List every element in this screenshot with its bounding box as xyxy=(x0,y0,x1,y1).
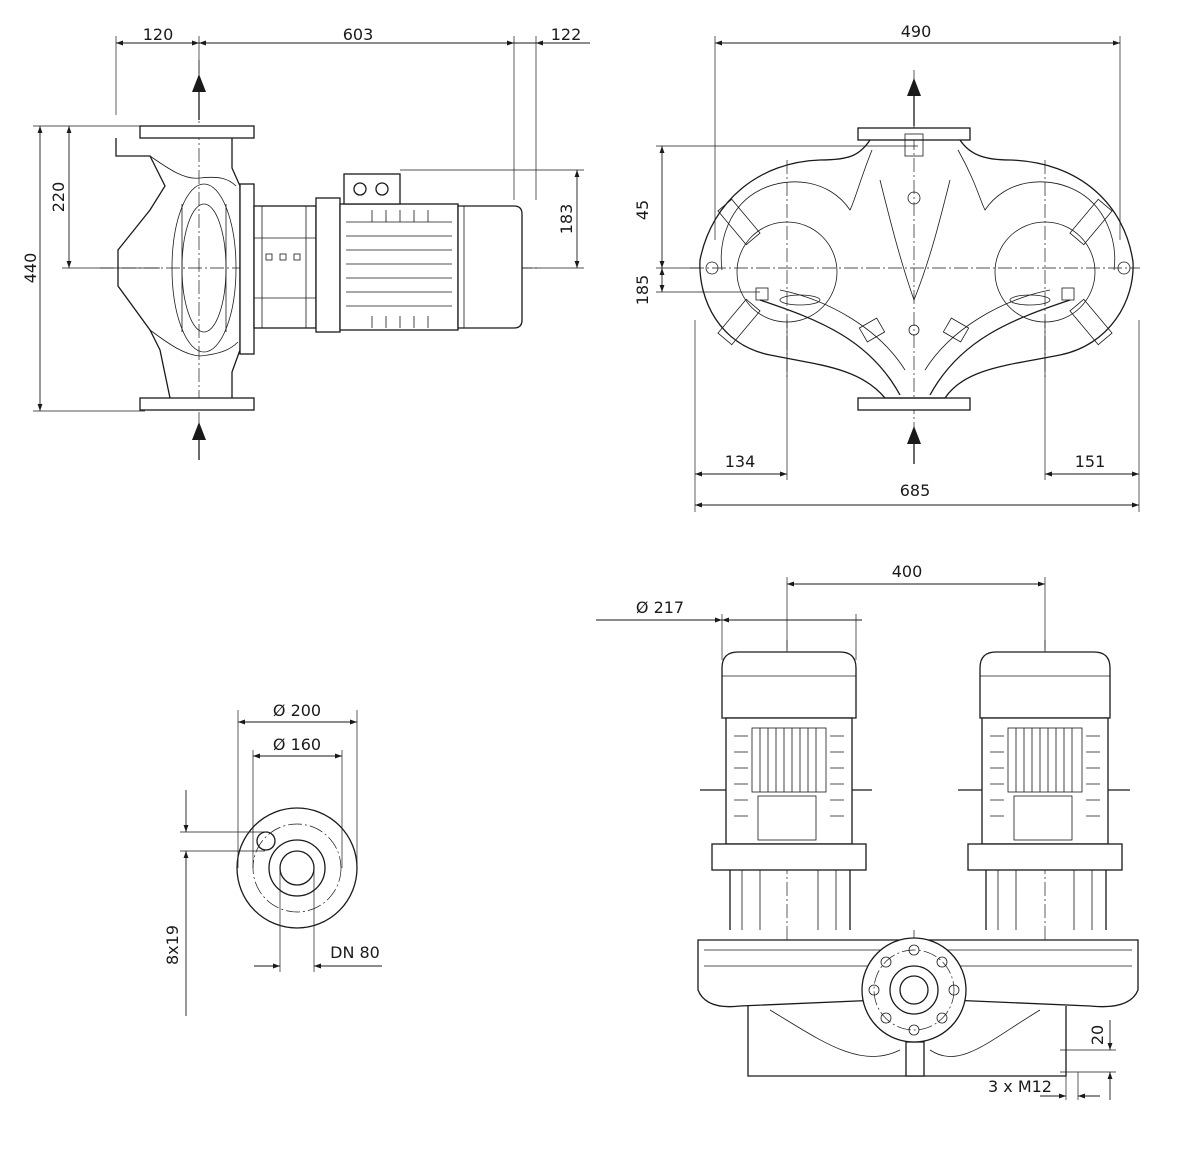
front-view: 400 Ø 217 20 3 x M12 xyxy=(596,562,1139,1100)
dim-front-217: Ø 217 xyxy=(636,598,684,617)
dim-flange-200: Ø 200 xyxy=(273,701,321,720)
dim-front-400: 400 xyxy=(892,562,923,581)
flange-detail: Ø 200 Ø 160 8x19 DN 80 xyxy=(163,701,382,1016)
dim-front-20: 20 xyxy=(1088,1025,1107,1045)
dim-side-220: 220 xyxy=(49,182,68,213)
dim-side-440: 440 xyxy=(21,253,40,284)
dim-top-134: 134 xyxy=(725,452,756,471)
dim-top-45: 45 xyxy=(633,200,652,220)
dim-flange-160: Ø 160 xyxy=(273,735,321,754)
side-view: 120 603 122 440 220 183 xyxy=(21,25,590,460)
dim-top-490: 490 xyxy=(901,22,932,41)
dim-flange-holes: 8x19 xyxy=(163,925,182,965)
dim-side-183: 183 xyxy=(557,204,576,235)
top-view: 490 45 185 134 151 685 xyxy=(633,22,1140,512)
dim-side-122: 122 xyxy=(551,25,582,44)
dim-flange-dn: DN 80 xyxy=(330,943,380,962)
dim-side-120: 120 xyxy=(143,25,174,44)
dim-top-685: 685 xyxy=(900,481,931,500)
dim-side-603: 603 xyxy=(343,25,374,44)
dim-top-185: 185 xyxy=(633,275,652,306)
dim-top-151: 151 xyxy=(1075,452,1106,471)
dim-front-thread: 3 x M12 xyxy=(988,1077,1052,1096)
